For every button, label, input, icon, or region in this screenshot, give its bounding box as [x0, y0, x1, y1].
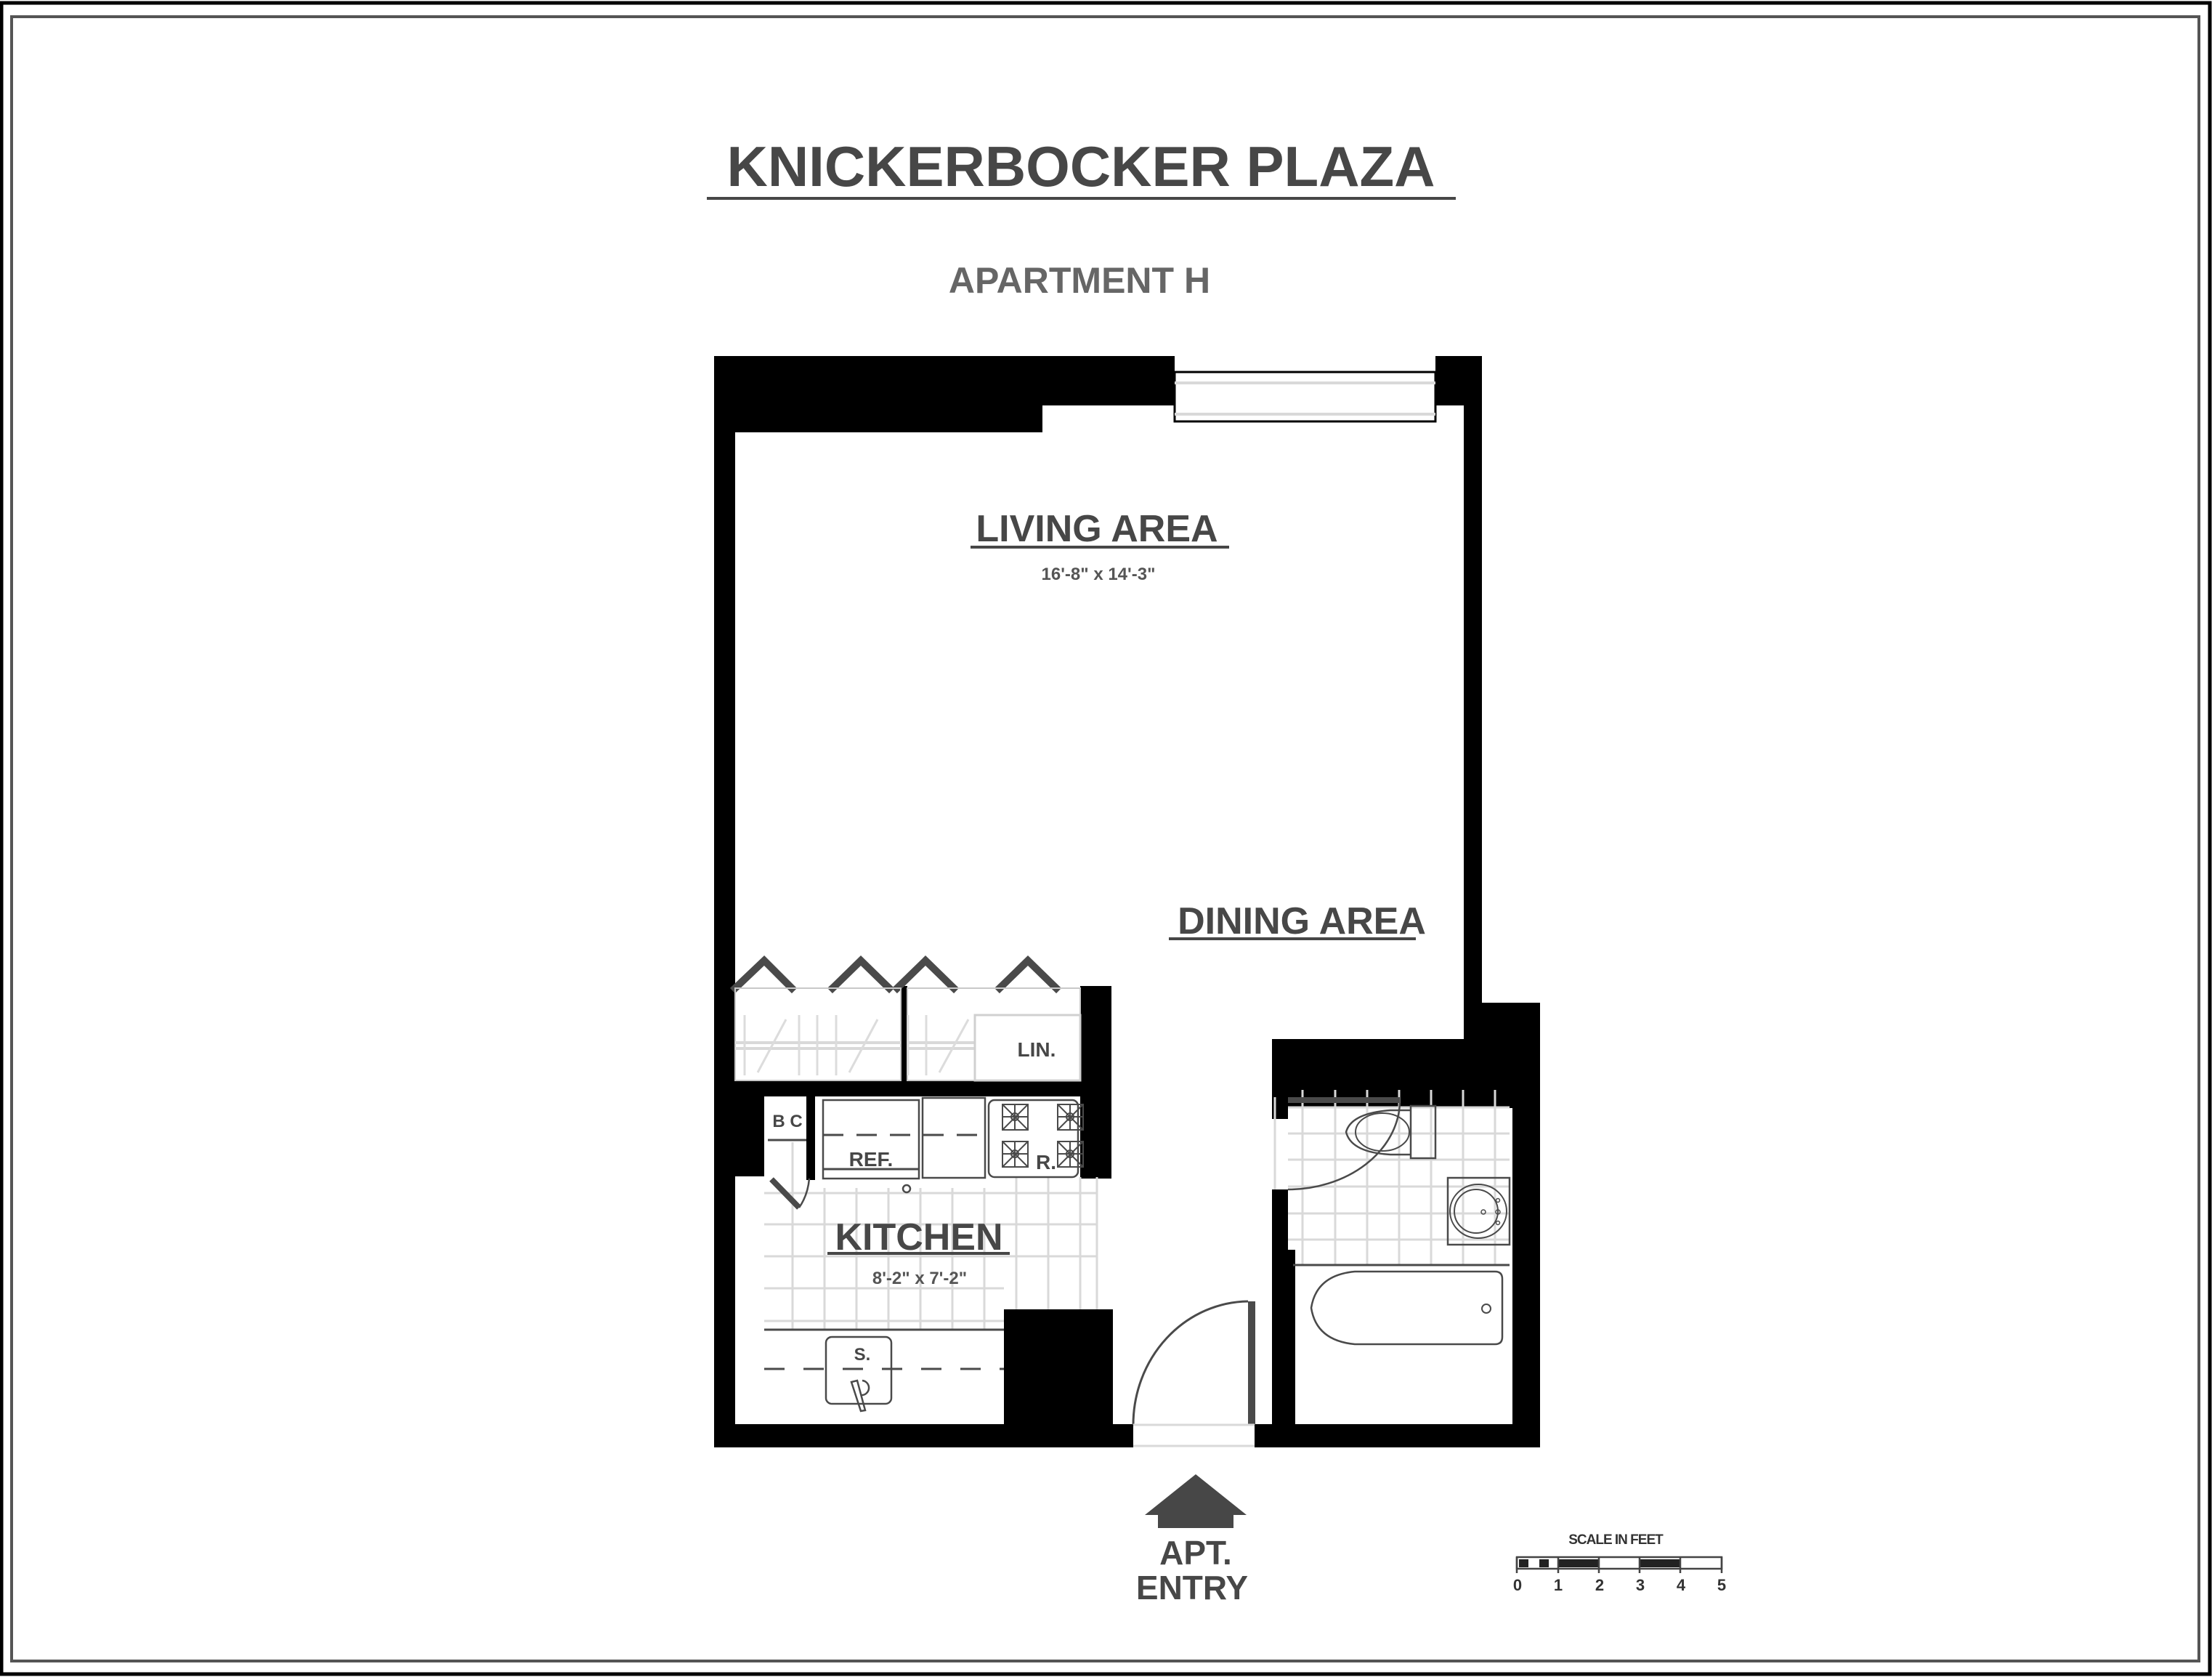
sink: S.: [825, 1335, 893, 1413]
bathroom-tile-grid: [1273, 1090, 1510, 1265]
closets: LIN.: [729, 955, 1082, 1082]
counter: [921, 1096, 987, 1179]
range-label: R.: [1036, 1151, 1056, 1173]
entry-arrow-icon: [1145, 1474, 1247, 1528]
entry-door: [1132, 1300, 1255, 1447]
door-swing-arc: [1132, 1300, 1249, 1426]
living-area-dimensions: 16'-8" x 14'-3": [1042, 565, 1156, 584]
bathroom-door-leaf: [1288, 1097, 1400, 1103]
burner-icon: [1002, 1104, 1084, 1168]
refrigerator-label: REF.: [849, 1148, 894, 1171]
scale-tick-3: 3: [1636, 1576, 1645, 1594]
inner-frame: [10, 15, 2200, 1662]
dining-area-label: DINING AREA: [1178, 900, 1426, 942]
entry-label-line2: ENTRY: [1136, 1569, 1248, 1607]
refrigerator: REF.: [822, 1099, 920, 1194]
door-leaf: [1248, 1301, 1255, 1425]
scale-tick-4: 4: [1677, 1576, 1686, 1594]
vanity-sink-icon: [1446, 1176, 1511, 1246]
kitchen-label: KITCHEN: [835, 1216, 1002, 1258]
kitchen-tile-grid: [764, 1142, 1098, 1330]
bathroom: [1273, 1090, 1511, 1346]
scale-tick-2: 2: [1595, 1576, 1604, 1594]
title-block: KNICKERBOCKER PLAZA APARTMENT H: [707, 134, 1456, 301]
kitchen: B C REF. R. KITCHEN 8'-2" x 7': [764, 1096, 1098, 1413]
faucet-icon: [850, 1379, 870, 1413]
scale-tick-5: 5: [1717, 1576, 1726, 1594]
sink-label: S.: [854, 1345, 871, 1365]
bathroom-door-swing: [1287, 1102, 1401, 1191]
apt-entry: APT. ENTRY: [1136, 1474, 1248, 1607]
toilet-icon: [1345, 1104, 1437, 1160]
entry-label-line1: APT.: [1159, 1534, 1232, 1572]
scale-tick-1: 1: [1554, 1576, 1563, 1594]
bathtub-icon: [1310, 1270, 1504, 1346]
scale-tick-0: 0: [1513, 1576, 1522, 1594]
linen-closet-label: LIN.: [1018, 1038, 1056, 1061]
dining-area: DINING AREA: [1169, 900, 1426, 942]
range: R.: [987, 1099, 1084, 1179]
bifold-door-icon: [729, 955, 1062, 994]
living-area-label: LIVING AREA: [976, 508, 1218, 550]
broom-closet: B C: [768, 1096, 811, 1210]
scale-title: SCALE IN FEET: [1568, 1532, 1664, 1548]
window: [1173, 371, 1437, 423]
unit-name: APARTMENT H: [949, 260, 1210, 301]
living-area: LIVING AREA 16'-8" x 14'-3": [971, 508, 1229, 584]
broom-closet-label: B C: [772, 1112, 802, 1131]
building-name: KNICKERBOCKER PLAZA: [727, 134, 1435, 198]
scale-bar: SCALE IN FEET 0 1 2 3 4 5: [1513, 1532, 1726, 1594]
kitchen-dimensions: 8'-2" x 7'-2": [872, 1269, 967, 1288]
walls: [714, 356, 1540, 1447]
